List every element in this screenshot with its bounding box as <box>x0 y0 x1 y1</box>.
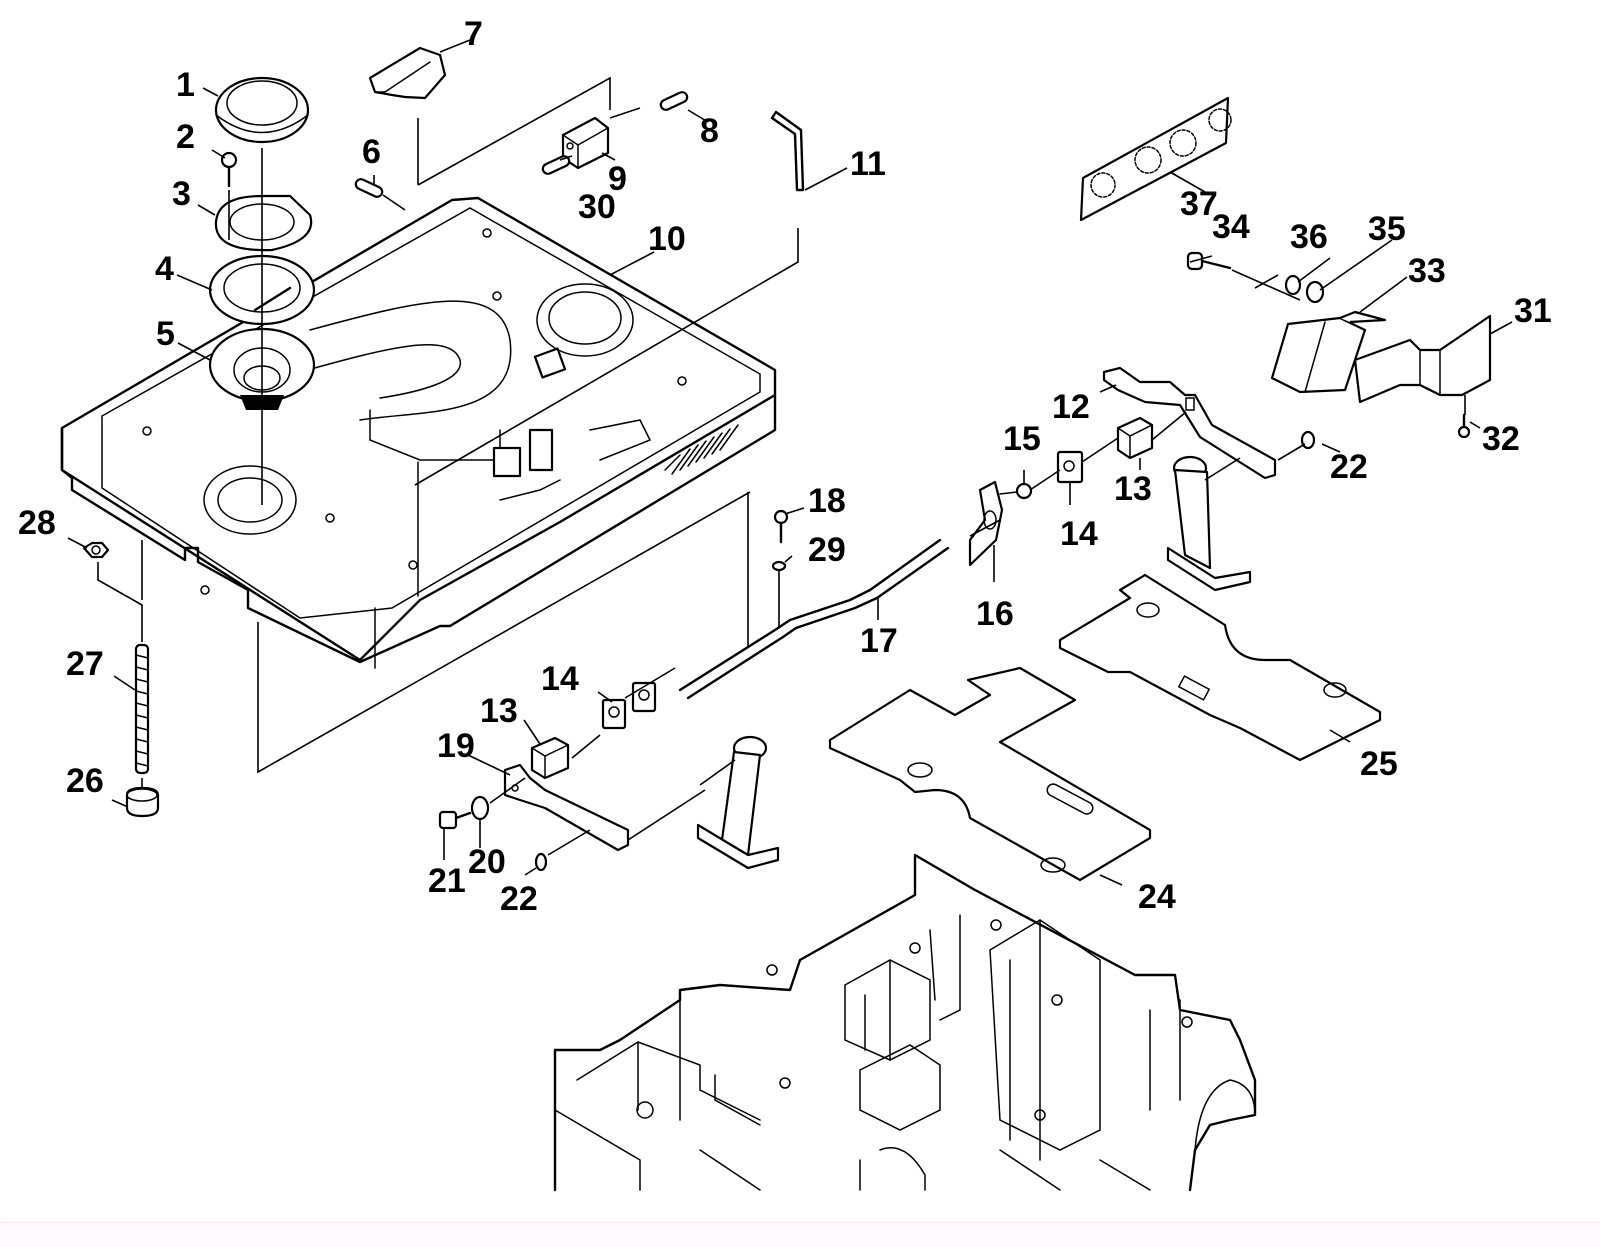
stand-post-left <box>696 735 780 870</box>
callout-35[interactable]: 35 <box>1368 210 1406 248</box>
callout-15[interactable]: 15 <box>1003 420 1041 458</box>
callout-16[interactable]: 16 <box>976 595 1014 633</box>
threaded-rod-part <box>134 643 150 775</box>
clip-nut-part-14b <box>1056 450 1084 484</box>
bushing-block-part-13b <box>530 736 570 780</box>
nut-part-35 <box>1305 280 1325 304</box>
screw-part-32 <box>1457 413 1471 439</box>
guard-plate-part <box>1353 314 1492 404</box>
callout-4[interactable]: 4 <box>155 250 174 288</box>
callout-32[interactable]: 32 <box>1482 420 1520 458</box>
callout-3[interactable]: 3 <box>172 175 191 213</box>
callout-10[interactable]: 10 <box>648 220 686 258</box>
callout-2[interactable]: 2 <box>176 118 195 156</box>
block-part <box>561 116 610 170</box>
base-frame-part <box>553 853 1257 1192</box>
callout-29[interactable]: 29 <box>808 531 846 569</box>
callout-31[interactable]: 31 <box>1514 292 1552 330</box>
washer-part-20 <box>470 795 490 821</box>
pin-part-30 <box>541 155 571 175</box>
foot-cap-part <box>125 786 160 818</box>
callout-leaders <box>67 39 1513 886</box>
callout-6[interactable]: 6 <box>362 133 381 171</box>
latch-cover-part <box>368 46 447 100</box>
pin-part-8 <box>659 91 689 111</box>
callout-13-right[interactable]: 13 <box>1114 470 1152 508</box>
callout-26[interactable]: 26 <box>66 762 104 800</box>
screw-part-2 <box>220 151 238 188</box>
callout-25[interactable]: 25 <box>1360 745 1398 783</box>
callout-14-left[interactable]: 14 <box>541 660 579 698</box>
callout-17[interactable]: 17 <box>860 622 898 660</box>
seal-ring-part <box>214 76 310 144</box>
callout-12[interactable]: 12 <box>1052 388 1090 426</box>
screw-part-15 <box>999 482 1033 500</box>
callout-22-right[interactable]: 22 <box>1330 448 1368 486</box>
top-cover-part <box>60 196 777 669</box>
callout-20[interactable]: 20 <box>468 843 506 881</box>
callout-37[interactable]: 37 <box>1180 185 1218 223</box>
callout-30[interactable]: 30 <box>578 188 616 226</box>
bracket-part-19 <box>503 763 630 852</box>
screw-part-18 <box>773 509 789 544</box>
hex-nut-part <box>82 541 110 559</box>
decal-label-part <box>1079 96 1232 222</box>
clip-nut-part-14a <box>601 681 657 730</box>
callout-labels: 1 2 3 4 5 6 7 8 9 10 11 12 13 13 14 14 1… <box>18 15 1552 918</box>
washer-part-36 <box>1284 274 1302 296</box>
bolt-part-34 <box>1186 251 1232 271</box>
pin-part-6 <box>354 178 384 198</box>
callout-14-right[interactable]: 14 <box>1060 515 1098 553</box>
callout-19[interactable]: 19 <box>437 727 475 765</box>
callout-13-left[interactable]: 13 <box>480 692 518 730</box>
callout-8[interactable]: 8 <box>700 112 719 150</box>
callout-21[interactable]: 21 <box>428 862 466 900</box>
callout-36[interactable]: 36 <box>1290 218 1328 256</box>
lever-plate-part <box>968 480 1004 567</box>
callout-5[interactable]: 5 <box>156 315 175 353</box>
callout-1[interactable]: 1 <box>176 66 195 104</box>
callout-34[interactable]: 34 <box>1212 208 1250 246</box>
bracket-part-12 <box>1102 366 1277 480</box>
hex-key-part <box>770 110 805 192</box>
switch-cover-part <box>1270 310 1387 394</box>
gasket-part <box>214 194 313 252</box>
callout-7[interactable]: 7 <box>464 15 483 53</box>
callout-28[interactable]: 28 <box>18 504 56 542</box>
floor-plate-25 <box>1058 573 1382 762</box>
callout-18[interactable]: 18 <box>808 482 846 520</box>
bottom-margin-band <box>0 1222 1600 1247</box>
washer-part-29 <box>771 560 787 572</box>
vent-slots <box>664 424 739 475</box>
floor-plate-24 <box>828 666 1152 882</box>
callout-11[interactable]: 11 <box>850 145 886 183</box>
callout-24[interactable]: 24 <box>1138 878 1176 916</box>
bushing-block-part-13a <box>1116 416 1154 460</box>
stand-post-right <box>1166 455 1252 592</box>
o-ring-part-22b <box>534 852 548 872</box>
callout-9[interactable]: 9 <box>608 160 627 198</box>
callout-27[interactable]: 27 <box>66 645 104 683</box>
callout-22-left[interactable]: 22 <box>500 880 538 918</box>
bolt-part-21 <box>438 810 472 830</box>
rod-part <box>678 538 950 700</box>
callout-33[interactable]: 33 <box>1408 252 1446 290</box>
